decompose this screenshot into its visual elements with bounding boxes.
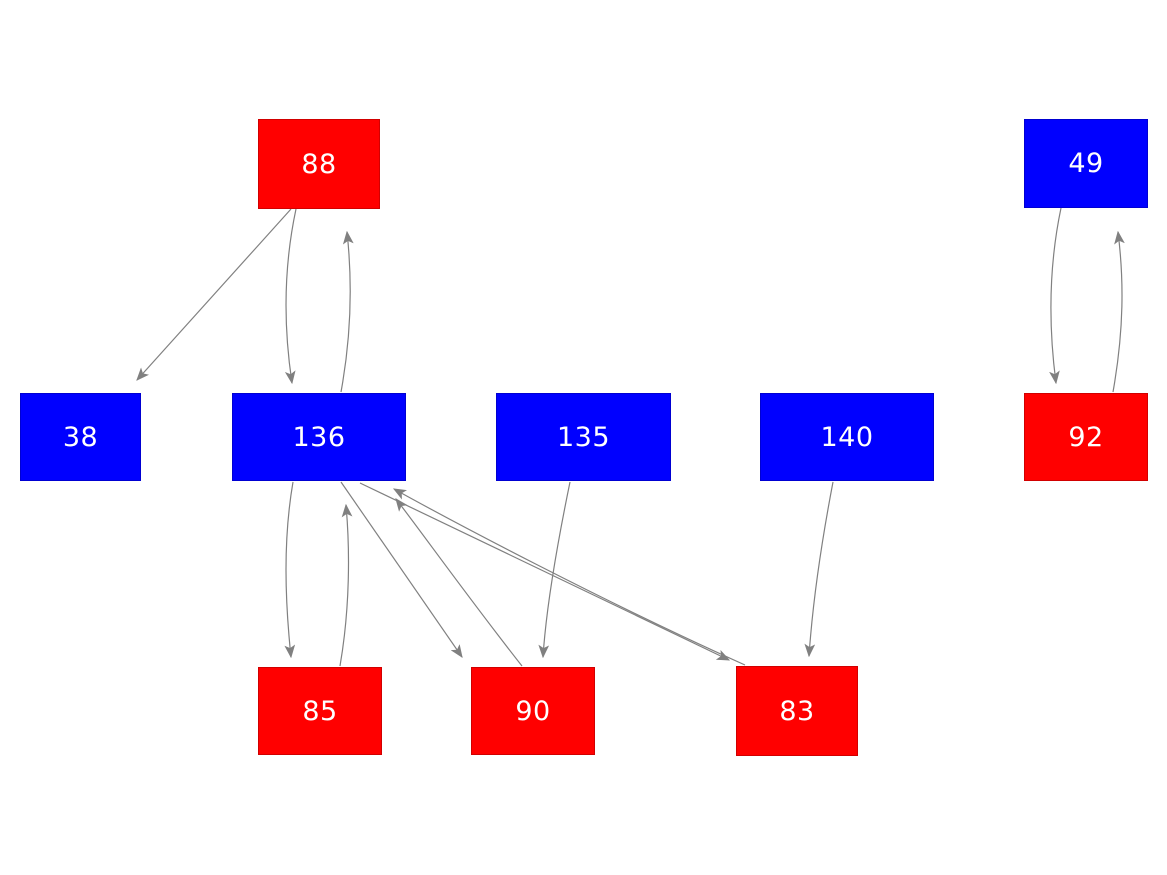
graph-node-88[interactable]: 88 [258, 119, 380, 209]
graph-edge [284, 481, 296, 659]
graph-edge [392, 488, 746, 666]
graph-node-label: 38 [62, 421, 99, 453]
graph-node-label: 136 [292, 421, 346, 453]
graph-edge [538, 481, 571, 659]
graph-edge [804, 481, 834, 658]
graph-edge [339, 503, 353, 667]
graph-node-135[interactable]: 135 [496, 393, 671, 481]
graph-node-label: 140 [820, 421, 874, 453]
graph-node-85[interactable]: 85 [258, 667, 382, 755]
graph-edge [136, 208, 292, 381]
graph-node-label: 49 [1068, 148, 1104, 179]
graph-edge [340, 481, 463, 658]
graph-edge [340, 230, 354, 393]
graph-node-140[interactable]: 140 [760, 393, 934, 481]
graph-edge [359, 482, 731, 661]
graph-node-label: 92 [1068, 421, 1104, 453]
graph-edge [1049, 207, 1062, 385]
graph-node-90[interactable]: 90 [471, 667, 595, 755]
graph-node-label: 135 [556, 421, 611, 453]
graph-node-92[interactable]: 92 [1024, 393, 1148, 481]
graph-edge [284, 208, 297, 385]
graph-edge [1112, 230, 1125, 393]
graph-node-83[interactable]: 83 [736, 666, 858, 756]
graph-node-label: 90 [515, 695, 551, 727]
graph-node-label: 88 [301, 148, 337, 180]
graph-node-38[interactable]: 38 [20, 393, 141, 481]
graph-node-136[interactable]: 136 [232, 393, 406, 481]
graph-edge [395, 498, 523, 667]
graph-node-49[interactable]: 49 [1024, 119, 1148, 208]
graph-node-label: 83 [779, 695, 815, 727]
graph-node-label: 85 [302, 695, 338, 727]
